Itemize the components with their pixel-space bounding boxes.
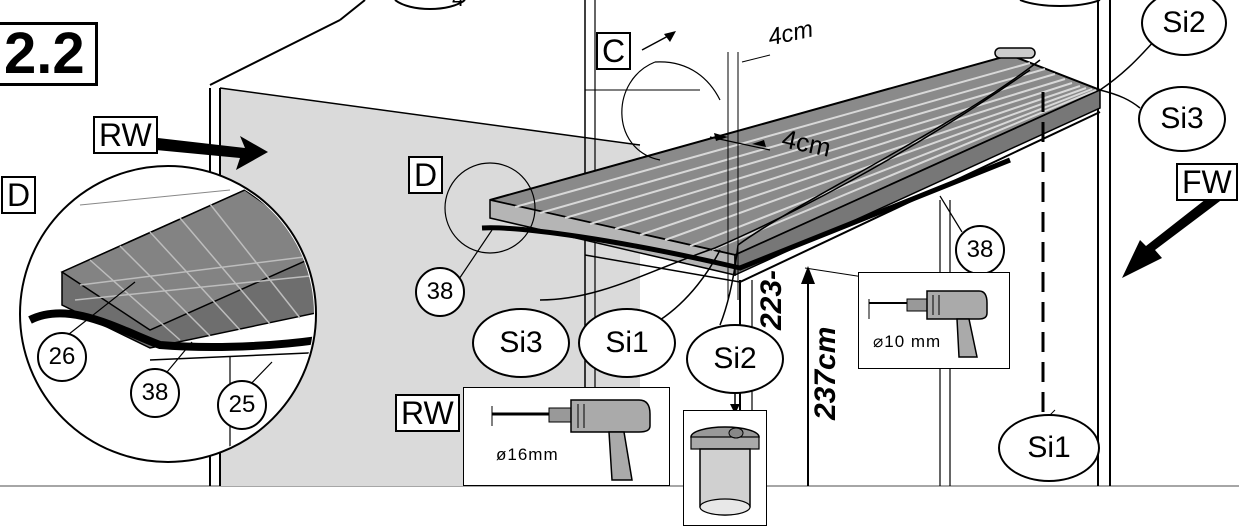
drill-box-large: ø16mm	[463, 387, 670, 486]
label-rw-bottom: RW	[395, 394, 460, 432]
drill-icon	[491, 399, 651, 481]
dimension-height-line2: 237cm	[809, 326, 842, 420]
dimension-height-line1: 223-	[755, 269, 788, 330]
label-d-detail: D	[1, 176, 37, 214]
part-number-38-main: 38	[415, 267, 465, 317]
cable-si3-right: Si3	[1138, 86, 1226, 152]
label-fw: FW	[1176, 163, 1238, 201]
label-rw-top: RW	[93, 116, 158, 154]
cable-si3-left: Si3	[472, 308, 570, 378]
cable-si1-right: Si1	[998, 414, 1100, 482]
drill-icon	[868, 290, 988, 358]
cable-si1-left: Si1	[578, 308, 676, 378]
cable-si2-top: Si2	[1141, 0, 1227, 56]
part-number-38-detail: 38	[130, 368, 180, 418]
drill-box-small: ⌀10 mm	[858, 272, 1010, 369]
drill-size-large: ø16mm	[496, 445, 559, 464]
lamp-box	[683, 410, 767, 526]
ceiling-lamp-icon	[690, 426, 760, 516]
arrow-icon	[156, 136, 268, 170]
part-number-25: 25	[217, 380, 267, 430]
part-number-26: 26	[37, 332, 87, 382]
drill-size-small: ⌀10 mm	[873, 332, 942, 351]
part-number-38-right: 38	[955, 225, 1005, 275]
part-number-4: 4	[452, 0, 464, 10]
step-number: 2.2	[0, 22, 98, 86]
label-d-main: D	[408, 156, 444, 194]
arrow-icon	[1122, 188, 1228, 278]
label-c: C	[596, 32, 632, 70]
cable-si2-mid: Si2	[686, 324, 784, 394]
